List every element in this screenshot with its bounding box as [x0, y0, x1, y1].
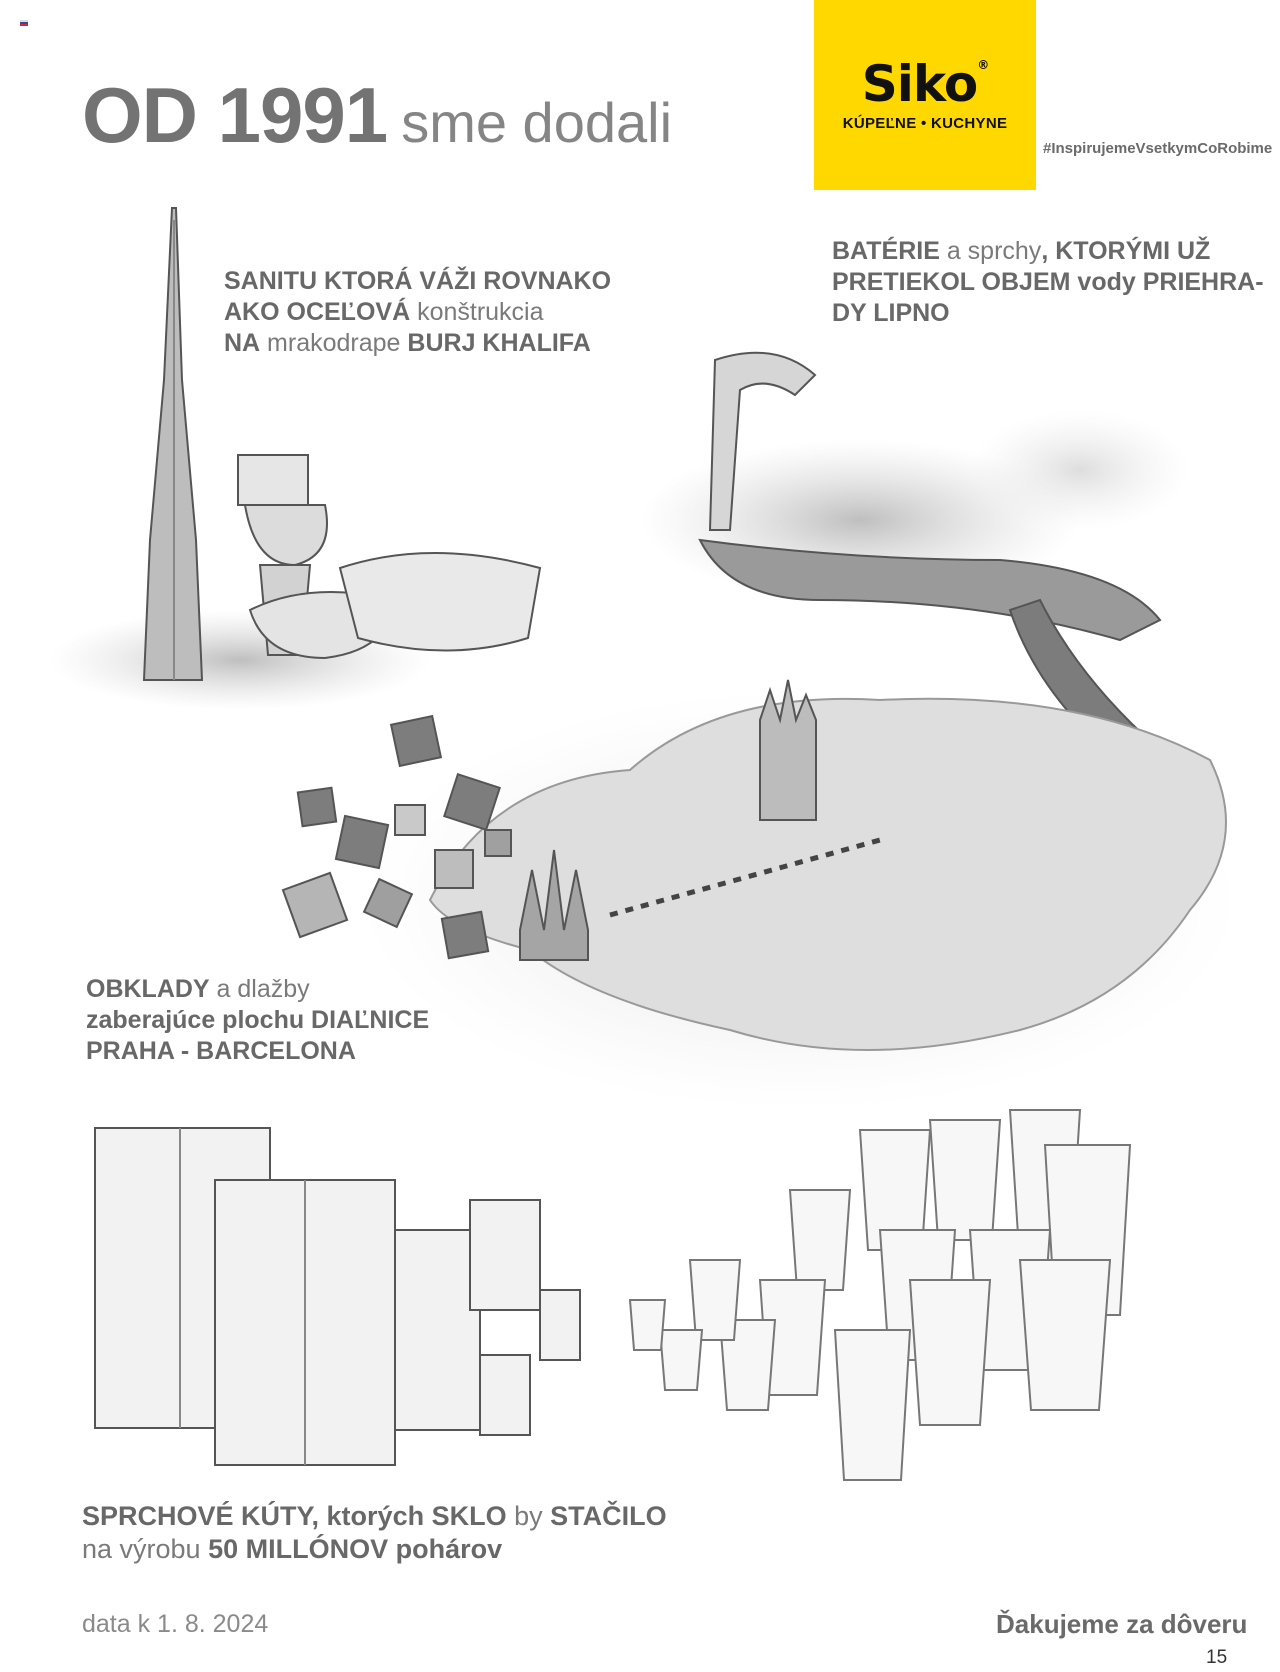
shower-enclosures-glasses-sketch: [94, 1109, 1132, 1481]
thanks-text: Ďakujeme za dôveru: [996, 1609, 1248, 1639]
hashtag: #InspirujemeVsetkymCoRobime: [1043, 140, 1273, 157]
fact-obklady: OBKLADY a dlažby zaberajúce plochu DIAĽN…: [86, 975, 430, 1065]
data-date: data k 1. 8. 2024: [82, 1610, 269, 1638]
title-light: sme dodali: [401, 91, 673, 154]
faucet-dam-sketch: [640, 351, 1190, 772]
logo-name: Siko®: [861, 54, 989, 113]
fact-baterie: BATÉRIE a sprchy, KTORÝMI UŽ PRETIEKOL O…: [832, 237, 1264, 327]
page-number: 15: [1206, 1647, 1228, 1668]
europe-tiles-map-sketch: [281, 679, 1240, 1110]
language-flag-icon[interactable]: [20, 20, 28, 26]
title-bold: OD 1991: [82, 71, 388, 159]
fact-sanita: SANITU KTORÁ VÁŽI ROVNAKO AKO OCEĽOVÁ ko…: [224, 267, 612, 357]
logo-tagline: KÚPEĽNE • KUCHYNE: [842, 114, 1008, 132]
fact-sprchove: SPRCHOVÉ KÚTY, ktorých SKLO by STAČILO n…: [82, 1501, 667, 1564]
burj-khalifa-sanitary-sketch: [50, 207, 542, 710]
siko-logo: Siko® KÚPEĽNE • KUCHYNE: [814, 0, 1036, 190]
